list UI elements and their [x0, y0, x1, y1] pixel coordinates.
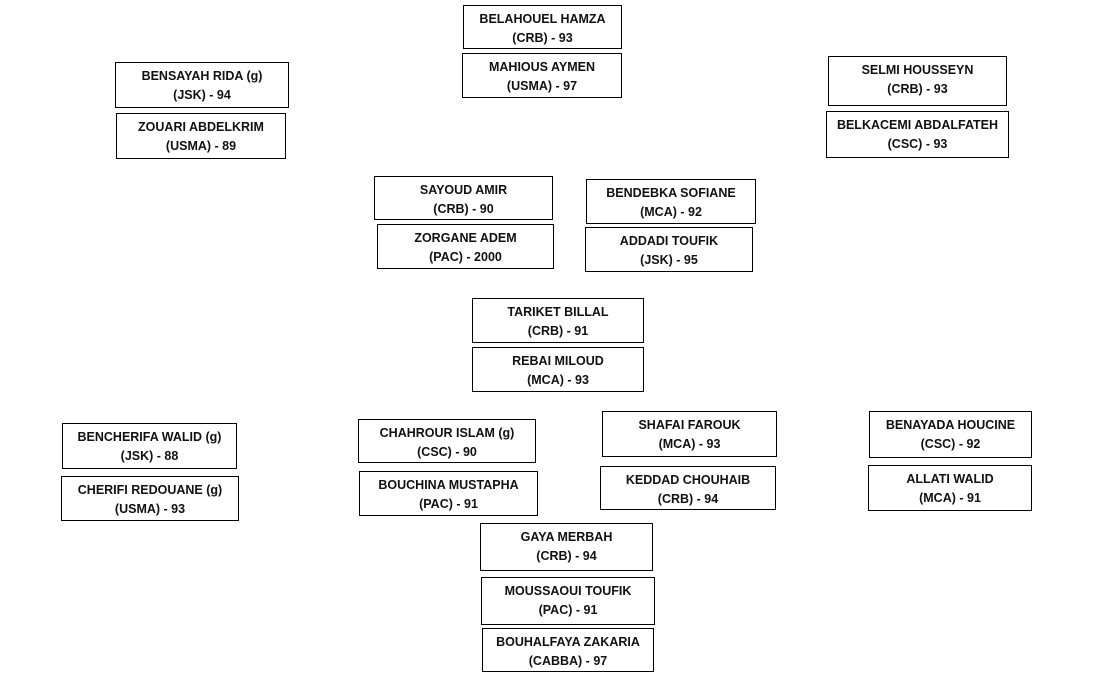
player-card-chahrour: CHAHROUR ISLAM (g) (CSC) - 90 — [358, 419, 536, 463]
player-card-selmi: SELMI HOUSSEYN (CRB) - 93 — [828, 56, 1007, 106]
player-name: CHAHROUR ISLAM (g) — [379, 426, 515, 440]
player-club-year: (JSK) - 95 — [640, 253, 698, 267]
player-name: SHAFAI FAROUK — [638, 418, 741, 432]
player-name: ZOUARI ABDELKRIM — [138, 120, 264, 134]
player-club-year: (USMA) - 89 — [165, 139, 237, 153]
player-club-year: (CABBA) - 97 — [528, 654, 608, 668]
player-card-cherifi: CHERIFI REDOUANE (g) (USMA) - 93 — [61, 476, 239, 521]
player-name: ZORGANE ADEM — [414, 231, 517, 245]
player-name: GAYA MERBAH — [520, 530, 613, 544]
player-name: BENDEBKA SOFIANE — [606, 186, 736, 200]
player-card-sayoud: SAYOUD AMIR (CRB) - 90 — [374, 176, 553, 220]
player-card-bouhalfaya: BOUHALFAYA ZAKARIA (CABBA) - 97 — [482, 628, 654, 672]
player-card-belkacemi: BELKACEMI ABDALFATEH (CSC) - 93 — [826, 111, 1009, 158]
player-club-year: (MCA) - 91 — [919, 491, 981, 505]
player-card-gaya: GAYA MERBAH (CRB) - 94 — [480, 523, 653, 571]
player-club-year: (JSK) - 88 — [120, 449, 179, 463]
player-card-addadi: ADDADI TOUFIK (JSK) - 95 — [585, 227, 753, 272]
player-card-bendebka: BENDEBKA SOFIANE (MCA) - 92 — [586, 179, 756, 224]
player-name: BENSAYAH RIDA (g) — [141, 69, 263, 83]
player-name: REBAI MILOUD — [512, 354, 604, 368]
player-name: SELMI HOUSSEYN — [861, 63, 974, 77]
player-card-rebai: REBAI MILOUD (MCA) - 93 — [472, 347, 644, 392]
player-name: BELAHOUEL HAMZA — [479, 12, 606, 26]
player-name: SAYOUD AMIR — [419, 183, 508, 197]
player-club-year: (CSC) - 92 — [920, 437, 981, 451]
player-club-year: (PAC) - 91 — [538, 603, 598, 617]
player-card-zorgane: ZORGANE ADEM (PAC) - 2000 — [377, 224, 554, 269]
player-card-belahouel: BELAHOUEL HAMZA (CRB) - 93 — [463, 5, 622, 49]
player-name: BENCHERIFA WALID (g) — [77, 430, 222, 444]
player-club-year: (MCA) - 92 — [640, 205, 702, 219]
player-club-year: (CRB) - 90 — [433, 202, 494, 216]
player-name: TARIKET BILLAL — [507, 305, 609, 319]
player-club-year: (CRB) - 94 — [536, 549, 597, 563]
player-card-shafai: SHAFAI FAROUK (MCA) - 93 — [602, 411, 777, 457]
player-club-year: (CRB) - 93 — [512, 31, 573, 45]
player-club-year: (CRB) - 91 — [527, 324, 589, 338]
player-card-benayada: BENAYADA HOUCINE (CSC) - 92 — [869, 411, 1032, 458]
player-name: BENAYADA HOUCINE — [885, 418, 1016, 432]
player-card-keddad: KEDDAD CHOUHAIB (CRB) - 94 — [600, 466, 776, 510]
player-card-mahious: MAHIOUS AYMEN (USMA) - 97 — [462, 53, 622, 98]
player-name: MAHIOUS AYMEN — [488, 60, 596, 74]
player-name: MOUSSAOUI TOUFIK — [504, 584, 632, 598]
player-club-year: (MCA) - 93 — [527, 373, 589, 387]
player-card-bensayah: BENSAYAH RIDA (g) (JSK) - 94 — [115, 62, 289, 108]
player-card-bencherifa: BENCHERIFA WALID (g) (JSK) - 88 — [62, 423, 237, 469]
player-name: BELKACEMI ABDALFATEH — [836, 118, 999, 132]
player-name: ALLATI WALID — [906, 472, 994, 486]
player-name: BOUCHINA MUSTAPHA — [378, 478, 519, 492]
player-club-year: (PAC) - 2000 — [429, 250, 502, 264]
player-club-year: (CRB) - 93 — [887, 82, 948, 96]
player-card-tariket: TARIKET BILLAL (CRB) - 91 — [472, 298, 644, 343]
player-card-allati: ALLATI WALID (MCA) - 91 — [868, 465, 1032, 511]
player-club-year: (PAC) - 91 — [419, 497, 478, 511]
player-club-year: (JSK) - 94 — [173, 88, 231, 102]
player-name: KEDDAD CHOUHAIB — [625, 473, 751, 487]
player-name: ADDADI TOUFIK — [619, 234, 719, 248]
player-card-bouchina: BOUCHINA MUSTAPHA (PAC) - 91 — [359, 471, 538, 516]
player-club-year: (CSC) - 90 — [417, 445, 477, 459]
player-card-zouari: ZOUARI ABDELKRIM (USMA) - 89 — [116, 113, 286, 159]
player-card-moussaoui: MOUSSAOUI TOUFIK (PAC) - 91 — [481, 577, 655, 625]
player-club-year: (CRB) - 94 — [657, 492, 719, 506]
player-club-year: (USMA) - 93 — [114, 502, 186, 516]
player-club-year: (MCA) - 93 — [658, 437, 721, 451]
player-name: CHERIFI REDOUANE (g) — [77, 483, 223, 497]
player-club-year: (CSC) - 93 — [887, 137, 948, 151]
player-name: BOUHALFAYA ZAKARIA — [496, 635, 640, 649]
player-club-year: (USMA) - 97 — [506, 79, 578, 93]
